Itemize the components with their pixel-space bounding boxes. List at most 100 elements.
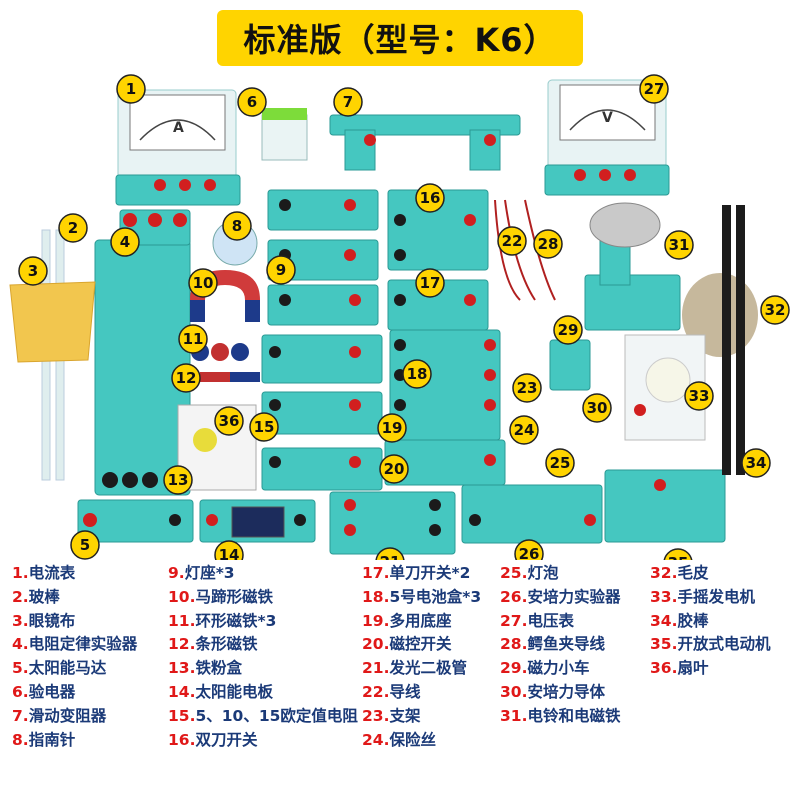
badge-number-18: 18 — [407, 365, 428, 383]
badge-number-34: 34 — [746, 454, 767, 472]
badge-circle-4 — [110, 227, 140, 257]
page-title: 标准版（型号：K6） — [243, 21, 557, 59]
badge-number-10: 10 — [193, 274, 214, 292]
badge-number-24: 24 — [514, 421, 535, 439]
legend-item: 28.鳄鱼夹导线 — [500, 635, 605, 654]
legend-item: 33.手摇发电机 — [650, 587, 755, 606]
badge-number-12: 12 — [176, 369, 197, 387]
legend-item: 15.5、10、15欧定值电阻 — [168, 706, 358, 725]
badge-circle-1 — [116, 74, 146, 104]
legend-item: 17.单刀开关*2 — [362, 564, 471, 582]
badge-number-17: 17 — [420, 274, 441, 292]
badge-number-8: 8 — [232, 217, 242, 235]
badge-number-16: 16 — [420, 189, 441, 207]
legend-item: 1.电流表 — [12, 564, 76, 582]
badge-number-19: 19 — [382, 419, 403, 437]
badge-circle-17 — [415, 268, 445, 298]
badge-circle-22 — [497, 226, 527, 256]
badge-number-22: 22 — [502, 232, 523, 250]
legend-item: 32.毛皮 — [650, 564, 709, 582]
badge-number-27: 27 — [644, 80, 665, 98]
badge-circle-10 — [188, 268, 218, 298]
product-photo: A V — [9, 74, 790, 560]
badge-number-23: 23 — [517, 379, 538, 397]
legend-item: 34.胶棒 — [650, 611, 709, 630]
badge-number-29: 29 — [558, 321, 579, 339]
legend-item: 21.发光二极管 — [362, 659, 467, 678]
badge-circle-36 — [214, 406, 244, 436]
legend-item: 13.铁粉盒 — [168, 659, 242, 678]
legend-column-2: 9.灯座*3 10.马蹄形磁铁 11.环形磁铁*3 12.条形磁铁 13.铁粉盒… — [168, 562, 358, 752]
voltmeter-label: V — [602, 110, 613, 126]
badge-circle-25 — [545, 448, 575, 478]
badge-circle-15 — [249, 412, 279, 442]
badge-number-9: 9 — [276, 261, 286, 279]
badge-number-13: 13 — [168, 471, 189, 489]
legend-item: 8.指南针 — [12, 730, 76, 749]
badge-number-6: 6 — [247, 93, 257, 111]
badge-circle-13 — [163, 465, 193, 495]
badge-circle-2 — [58, 213, 88, 243]
badge-circle-8 — [222, 211, 252, 241]
legend-item: 19.多用底座 — [362, 611, 452, 630]
ammeter-label: A — [173, 120, 184, 136]
badge-circle-3 — [18, 256, 48, 286]
badge-circle-20 — [379, 454, 409, 484]
badge-circle-16 — [415, 183, 445, 213]
badge-circle-19 — [377, 413, 407, 443]
legend-item: 18.5号电池盒*3 — [362, 587, 482, 606]
legend-column-1: 1.电流表 2.玻棒 3.眼镜布 4.电阻定律实验器 5.太阳能马达 6.验电器… — [12, 562, 137, 752]
legend-item: 9.灯座*3 — [168, 564, 235, 582]
badge-circle-23 — [512, 373, 542, 403]
badge-number-4: 4 — [120, 233, 130, 251]
badge-circle-34 — [741, 448, 771, 478]
badge-circle-24 — [509, 415, 539, 445]
badge-number-25: 25 — [550, 454, 571, 472]
legend-item: 36.扇叶 — [650, 659, 709, 678]
item-number-badges: 1234567891011121314151617181920212223242… — [18, 74, 790, 560]
legend-item: 25.灯泡 — [500, 564, 559, 582]
legend-item: 12.条形磁铁 — [168, 635, 258, 654]
legend-item: 24.保险丝 — [362, 730, 436, 749]
legend-item: 30.安培力导体 — [500, 682, 605, 701]
legend-item: 27.电压表 — [500, 611, 574, 630]
badge-circle-5 — [70, 530, 100, 560]
legend-item: 4.电阻定律实验器 — [12, 635, 138, 654]
badge-circle-28 — [533, 229, 563, 259]
badge-circle-12 — [171, 363, 201, 393]
badge-circle-27 — [639, 74, 669, 104]
legend-column-4: 25.灯泡 26.安培力实验器 27.电压表 28.鳄鱼夹导线 29.磁力小车 … — [500, 562, 620, 729]
legend-column-3: 17.单刀开关*2 18.5号电池盒*3 19.多用底座 20.磁控开关 21.… — [362, 562, 481, 752]
title-banner: 标准版（型号：K6） — [217, 10, 583, 66]
badge-circle-6 — [237, 87, 267, 117]
legend-item: 26.安培力实验器 — [500, 587, 621, 606]
legend-item: 2.玻棒 — [12, 587, 60, 606]
badge-number-28: 28 — [538, 235, 559, 253]
badge-number-33: 33 — [689, 387, 710, 405]
badge-number-14: 14 — [219, 546, 240, 560]
legend-item: 10.马蹄形磁铁 — [168, 587, 273, 606]
badge-number-31: 31 — [669, 236, 690, 254]
legend-item: 29.磁力小车 — [500, 659, 590, 678]
badge-number-30: 30 — [587, 399, 608, 417]
legend-item: 23.支架 — [362, 706, 421, 725]
badge-number-2: 2 — [68, 219, 78, 237]
legend-item: 20.磁控开关 — [362, 635, 452, 654]
badge-circle-21 — [375, 547, 405, 560]
badge-number-36: 36 — [219, 412, 240, 430]
legend-column-5: 32.毛皮 33.手摇发电机 34.胶棒 35.开放式电动机 36.扇叶 — [650, 562, 770, 681]
parts-legend: 1.电流表 2.玻棒 3.眼镜布 4.电阻定律实验器 5.太阳能马达 6.验电器… — [0, 562, 800, 800]
legend-item: 3.眼镜布 — [12, 611, 76, 630]
legend-item: 11.环形磁铁*3 — [168, 611, 277, 630]
badge-circle-31 — [664, 230, 694, 260]
badge-circle-35 — [663, 548, 693, 560]
legend-item: 6.验电器 — [12, 682, 76, 701]
badge-number-26: 26 — [519, 545, 540, 560]
badge-circle-9 — [266, 255, 296, 285]
legend-item: 16.双刀开关 — [168, 730, 258, 749]
badge-number-32: 32 — [765, 301, 786, 319]
badge-number-3: 3 — [28, 262, 38, 280]
badge-circle-7 — [333, 87, 363, 117]
badge-circle-30 — [582, 393, 612, 423]
badge-circle-18 — [402, 359, 432, 389]
